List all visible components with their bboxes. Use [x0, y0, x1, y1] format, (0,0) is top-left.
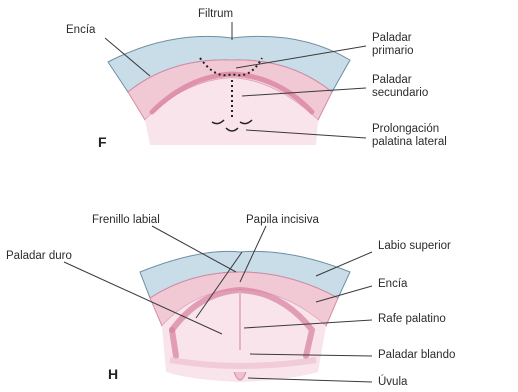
label-paladar-primario-2: primario [372, 45, 414, 58]
panel-f-letter: F [98, 134, 107, 150]
label-paladar-secundario-2: secundario [372, 87, 428, 100]
label-frenillo-labial: Frenillo labial [92, 214, 160, 227]
label-labio-superior: Labio superior [378, 240, 451, 253]
label-papila-incisiva: Papila incisiva [246, 214, 319, 227]
label-rafe-palatino: Rafe palatino [378, 313, 446, 326]
h-alveolar-arch-left-tail [172, 330, 176, 356]
label-uvula: Úvula [378, 376, 407, 389]
label-encia-f: Encía [66, 24, 95, 37]
label-paladar-duro: Paladar duro [6, 250, 72, 263]
label-filtrum: Filtrum [198, 8, 233, 21]
label-prolongacion-1: Prolongación [372, 123, 439, 136]
label-encia-h: Encía [378, 278, 407, 291]
panel-f-drawing [108, 36, 350, 145]
panel-h-letter: H [108, 366, 118, 382]
label-paladar-primario-1: Paladar [372, 32, 412, 45]
label-prolongacion-2: palatina lateral [372, 136, 447, 149]
label-paladar-blando: Paladar blando [378, 349, 455, 362]
label-paladar-secundario-1: Paladar [372, 74, 412, 87]
